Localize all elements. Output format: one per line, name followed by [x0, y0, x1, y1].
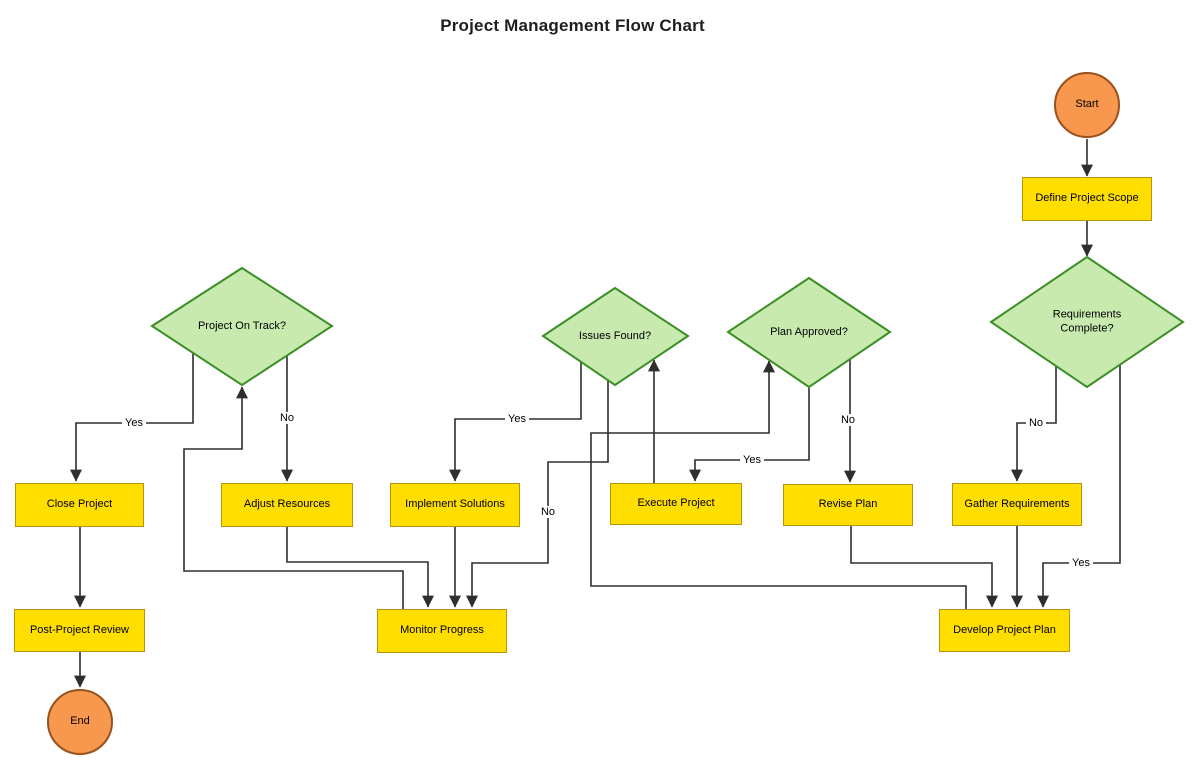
node-end: End	[47, 689, 113, 755]
node-execute-project-label: Execute Project	[637, 497, 715, 510]
edge-label-issues-yes: Yes	[505, 413, 529, 425]
decision-issues-found-label: Issues Found?	[578, 329, 652, 342]
decision-project-on-track-label: Project On Track?	[197, 319, 287, 332]
node-close-project-label: Close Project	[46, 498, 113, 511]
node-execute-project: Execute Project	[610, 483, 742, 525]
decision-plan-approved-label: Plan Approved?	[770, 325, 848, 338]
node-post-project-review-label: Post-Project Review	[29, 623, 130, 636]
node-gather-requirements-label: Gather Requirements	[964, 497, 1070, 510]
node-implement-solutions-label: Implement Solutions	[405, 498, 505, 511]
decision-requirements-complete-label: Requirements Complete?	[1052, 308, 1122, 335]
edge-label-requirements-no: No	[1025, 417, 1047, 429]
node-gather-requirements: Gather Requirements	[952, 483, 1082, 526]
node-monitor-progress: Monitor Progress	[377, 609, 507, 653]
node-adjust-resources-label: Adjust Resources	[243, 498, 331, 511]
node-monitor-progress-label: Monitor Progress	[400, 624, 484, 637]
decision-project-on-track-shape	[150, 266, 334, 387]
node-develop-project-plan-label: Develop Project Plan	[953, 623, 1056, 636]
decision-requirements-complete-shape	[989, 255, 1185, 389]
node-start-label: Start	[1075, 98, 1099, 111]
edge-label-issues-no: No	[537, 506, 559, 518]
edge-label-track-yes: Yes	[122, 417, 146, 429]
page-title: Project Management Flow Chart	[440, 16, 705, 35]
edge-label-plan-no: No	[837, 414, 859, 426]
node-define-project-scope: Define Project Scope	[1022, 177, 1152, 221]
decision-plan-approved-shape	[726, 276, 892, 389]
edge-label-plan-yes: Yes	[740, 454, 764, 466]
node-close-project: Close Project	[15, 483, 144, 527]
node-define-project-scope-label: Define Project Scope	[1035, 192, 1139, 205]
decision-issues-found-shape	[541, 286, 690, 387]
node-revise-plan: Revise Plan	[783, 484, 913, 526]
edge-plan-yes-to-execute	[689, 387, 810, 482]
edge-monitor-to-on-track	[183, 386, 404, 609]
edge-label-requirements-yes: Yes	[1069, 557, 1093, 569]
edge-label-track-no: No	[276, 412, 298, 424]
edge-adjust-to-monitor	[286, 527, 434, 608]
node-adjust-resources: Adjust Resources	[221, 483, 353, 527]
node-implement-solutions: Implement Solutions	[390, 483, 520, 527]
edge-revise-to-develop	[850, 526, 998, 608]
node-end-label: End	[70, 715, 90, 728]
node-revise-plan-label: Revise Plan	[818, 498, 878, 511]
node-start: Start	[1054, 72, 1120, 138]
node-post-project-review: Post-Project Review	[14, 609, 145, 652]
edge-develop-to-plan-approved	[590, 360, 967, 609]
node-develop-project-plan: Develop Project Plan	[939, 609, 1070, 652]
